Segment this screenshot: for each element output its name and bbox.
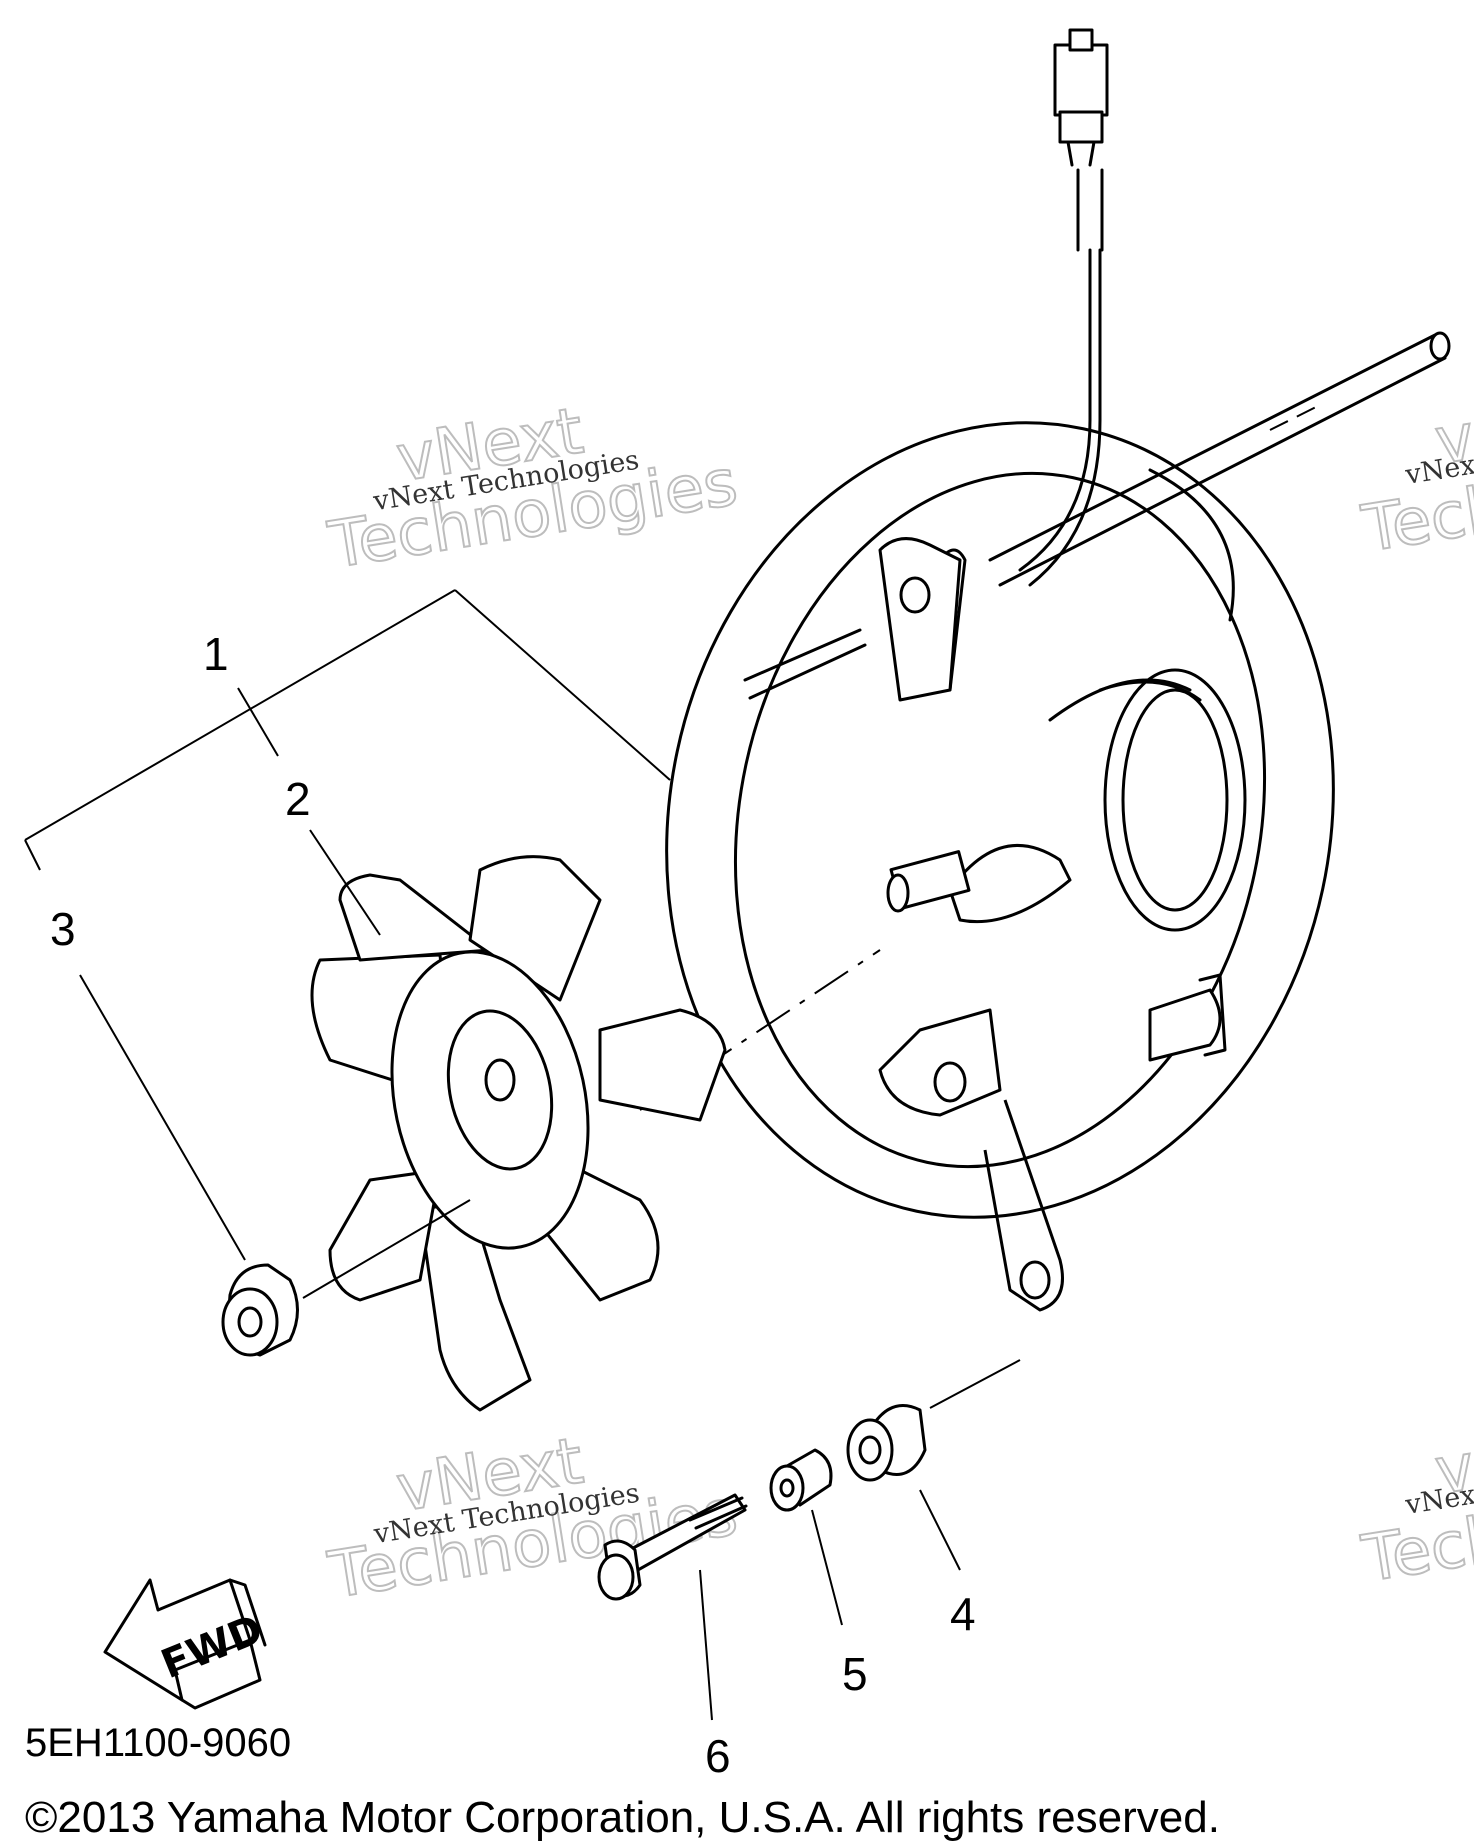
callout-5: 5: [842, 1648, 868, 1700]
shaft-rod: [988, 331, 1451, 587]
callout-1: 1: [203, 628, 229, 680]
watermark-bottom-left: vNext Technologies vNext Technologies: [323, 1423, 744, 1614]
copyright: ©2013 Yamaha Motor Corporation, U.S.A. A…: [25, 1793, 1220, 1842]
part-4-grommet: [846, 1359, 1021, 1482]
leader-lines: [24, 589, 961, 1721]
part-6-bolt: [597, 1493, 748, 1601]
watermark-bottom-right: vNext Technologies vNext Technologies: [1356, 1406, 1474, 1598]
watermark-top-left: vNext Technologies vNext Technologies: [323, 393, 744, 584]
fan-shroud: [665, 421, 1335, 1312]
motor-shaft: [886, 844, 1072, 924]
part-5-collar: [769, 1448, 833, 1512]
fan-blade: [310, 855, 727, 1412]
callout-2: 2: [285, 773, 311, 825]
fan-motor: [1048, 668, 1247, 932]
callout-6: 6: [705, 1730, 731, 1782]
callout-4: 4: [950, 1588, 976, 1640]
wire-harness: [1018, 28, 1109, 587]
watermark-top-right: vNext Technologies vNext Technologies: [1356, 376, 1474, 568]
axis-line: [639, 949, 881, 1111]
part-3-nut: [221, 1199, 471, 1357]
fwd-arrow-icon: FWD: [103, 1578, 269, 1710]
part-code: 5EH1100-9060: [25, 1721, 291, 1765]
callout-3: 3: [50, 903, 76, 955]
